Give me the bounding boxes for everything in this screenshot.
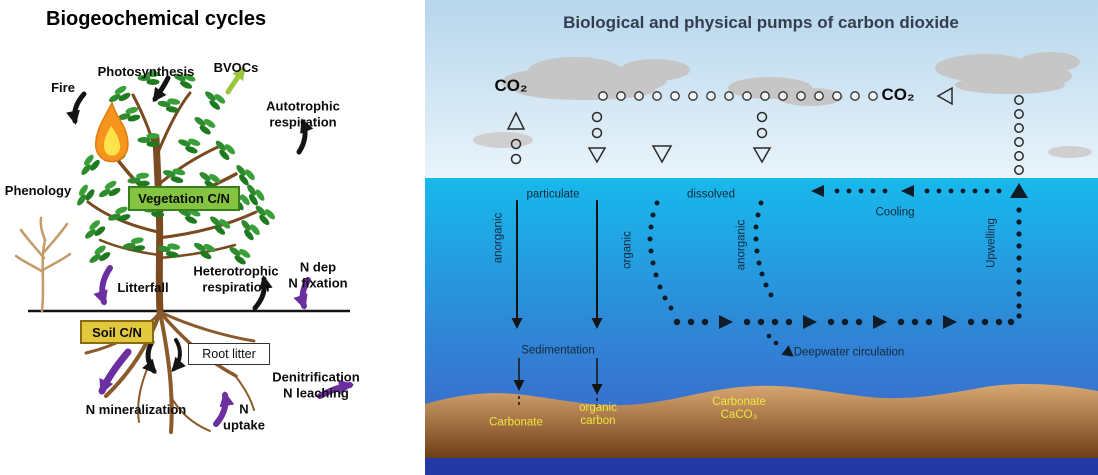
soil-cn-label: Soil C/N: [92, 324, 142, 340]
root-litter-arrow: [142, 339, 157, 375]
label-sedimentation: Sedimentation: [521, 344, 595, 357]
caco3-arrowhead: [781, 345, 794, 357]
cooling-arrowhead: [901, 185, 914, 197]
label-bvocs: BVOCs: [213, 60, 259, 76]
down-triangle-outline: [587, 147, 607, 164]
label-cooling: Cooling: [875, 206, 915, 219]
label-denitrification-leaching: Denitrification N leaching: [272, 369, 360, 400]
co2-bubble-row: [598, 91, 878, 101]
upwelling-arrowhead: [1010, 183, 1028, 198]
label-deepwater-circulation: Deepwater circulation: [793, 346, 905, 359]
label-heterotrophic-respiration: Heterotrophic respiration: [193, 263, 279, 294]
sinking-flux-arrows: [511, 200, 603, 408]
label-carbonate: Carbonate: [489, 416, 543, 429]
label-carbonate-caco3: Carbonate CaCO₃: [712, 395, 766, 421]
vegetation-cn-label: Vegetation C/N: [138, 191, 230, 206]
photosynthesis-arrow: [152, 75, 171, 103]
root-litter-box: Root litter: [188, 343, 270, 365]
phenology-bare-tree: [14, 216, 72, 313]
cooling-arrowhead: [811, 185, 824, 197]
co2-label-left: CO₂: [494, 76, 528, 95]
down-triangle-outline: [651, 145, 673, 164]
down-triangle-outline: [752, 147, 772, 164]
label-n-mineralization: N mineralization: [85, 402, 187, 418]
soil-cn-box: Soil C/N: [80, 320, 154, 344]
n-uptake-arrow: [213, 391, 235, 427]
biogeochemical-panel: Biogeochemical cycles: [0, 0, 425, 475]
gas-exchange-columns: [506, 86, 1024, 175]
litterfall-arrow: [93, 265, 113, 306]
circulation-dotted-paths: [647, 183, 1028, 357]
n-deposition-arrow: [293, 277, 311, 310]
label-photosynthesis: Photosynthesis: [97, 64, 195, 80]
deepwater-arrowhead: [873, 315, 887, 329]
left-triangle-outline: [936, 86, 953, 106]
heterotrophic-respiration-arrow: [252, 275, 273, 311]
bvocs-arrow: [225, 66, 246, 95]
label-organic: organic: [621, 231, 634, 269]
left-panel-title: Biogeochemical cycles: [46, 8, 267, 30]
label-particulate: particulate: [526, 188, 580, 201]
fire-arrow: [66, 91, 87, 125]
label-anorganic-left: anorganic: [492, 212, 505, 264]
right-panel-title: Biological and physical pumps of carbon …: [563, 13, 959, 32]
n-mineralization-arrow: [98, 348, 132, 395]
root-litter-arrow-2: [171, 338, 186, 373]
deepwater-arrowhead: [719, 315, 733, 329]
fire-icon: [95, 101, 129, 163]
bottom-crust-bar: [425, 458, 1098, 475]
sediment-layer: [425, 384, 1098, 458]
carbon-pump-panel: Biological and physical pumps of carbon …: [425, 0, 1098, 475]
label-organic-carbon: organic carbon: [579, 401, 617, 427]
label-phenology: Phenology: [4, 183, 72, 199]
carbon-pump-diagram-art: [425, 0, 1098, 475]
deepwater-arrowhead: [803, 315, 817, 329]
root-litter-label: Root litter: [202, 347, 256, 361]
tree-canopy-leaves: [72, 68, 277, 268]
label-upwelling: Upwelling: [985, 218, 998, 268]
label-anorganic-mid: anorganic: [735, 219, 748, 271]
label-dissolved: dissolved: [687, 188, 735, 201]
up-triangle-outline: [506, 111, 526, 130]
vegetation-cn-box: Vegetation C/N: [128, 186, 240, 211]
co2-label-right: CO₂: [881, 85, 915, 104]
label-autotrophic-respiration: Autotrophic respiration: [266, 98, 340, 129]
denitrification-arrow: [317, 379, 354, 399]
label-fire: Fire: [51, 80, 75, 96]
tree-roots: [84, 310, 256, 434]
biogeochemical-diagram-art: [14, 66, 354, 434]
label-n-dep-fixation: N dep N fixation: [288, 259, 348, 290]
autotrophic-respiration-arrow: [296, 118, 314, 155]
label-litterfall: Litterfall: [117, 280, 169, 296]
deepwater-arrowhead: [943, 315, 957, 329]
label-n-uptake: N uptake: [223, 401, 265, 432]
